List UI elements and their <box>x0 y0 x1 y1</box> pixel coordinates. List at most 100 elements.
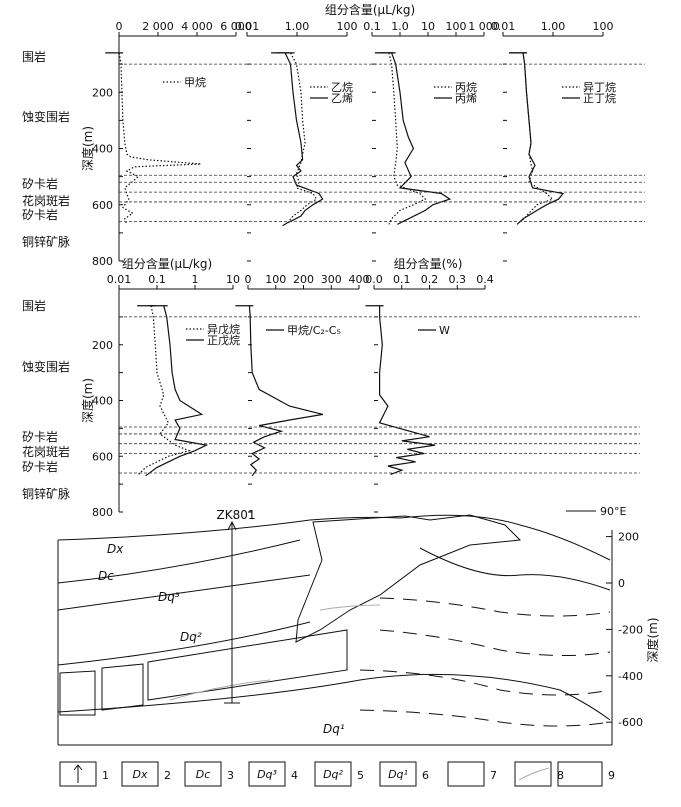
x-tick-label: 100 <box>446 20 467 33</box>
zone-label: 铜锌矿脉 <box>22 486 70 501</box>
section-depth-label: 200 <box>618 531 639 544</box>
strata-contact <box>419 547 611 591</box>
legend-label: 丙烷 <box>455 80 477 94</box>
legend-label: 乙烯 <box>331 92 353 105</box>
legend-box-3 <box>184 761 222 787</box>
series-line-0 <box>248 305 324 477</box>
drill-hole-label: ZK801 <box>217 508 256 522</box>
section-depth-label: -200 <box>618 623 643 636</box>
legend-number: 1 <box>102 769 109 782</box>
mid-axis-title-left: 组分含量(μL/kg) <box>122 256 212 271</box>
zone-label: 矽卡岩 <box>22 429 58 444</box>
series-line-0 <box>388 52 427 225</box>
strata-contact <box>57 621 311 666</box>
depth-axis-label: 深度(m) <box>80 378 95 423</box>
strata-contact <box>57 574 311 611</box>
section-depth-label: -400 <box>618 670 643 683</box>
zone-label: 花岗斑岩 <box>22 193 70 208</box>
zone-label: 矽卡岩 <box>22 176 58 191</box>
legend-number: 9 <box>608 769 615 782</box>
legend-label: 正戊烷 <box>207 333 240 347</box>
legend-vein-symbol <box>518 767 550 781</box>
strata-contact <box>57 673 611 721</box>
legend-unit-text: Dq¹ <box>388 768 408 781</box>
legend-unit-text: Dq² <box>323 768 343 781</box>
legend-number: 2 <box>164 769 171 782</box>
depth-tick-label: 800 <box>92 255 113 268</box>
ore-vein <box>169 679 271 701</box>
depth-tick-label: 600 <box>92 450 113 463</box>
legend-label: 正丁烷 <box>583 91 616 105</box>
depth-axis-label: 深度(m) <box>80 126 95 171</box>
x-tick-label: 0.0 <box>365 273 383 286</box>
x-tick-label: 100 <box>265 273 286 286</box>
depth-tick-label: 400 <box>92 143 113 156</box>
legend-box-5 <box>314 761 352 787</box>
zone-label: 蚀变围岩 <box>22 359 70 374</box>
zone-label: 花岗斑岩 <box>22 444 70 459</box>
zone-label: 蚀变围岩 <box>22 109 70 124</box>
legend-box-2 <box>121 761 159 787</box>
legend-box-4 <box>248 761 286 787</box>
legend-number: 6 <box>422 769 429 782</box>
x-tick-label: 1 <box>192 273 199 286</box>
legend-box-8 <box>514 761 552 787</box>
zone-label: 矽卡岩 <box>22 459 58 474</box>
zone-label: 围岩 <box>22 298 46 313</box>
depth-tick-label: 400 <box>92 395 113 408</box>
x-tick-label: 10 <box>226 273 240 286</box>
legend-box-7 <box>447 761 485 787</box>
unit-label: Dc <box>98 569 114 583</box>
legend-label: 甲烷/C₂-C₅ <box>287 323 341 337</box>
granite-intrusion <box>295 514 522 643</box>
direction-label: 90°E <box>600 505 626 518</box>
legend-unit-text: Dq³ <box>257 768 277 781</box>
x-tick-label: 0.01 <box>107 273 132 286</box>
legend-number: 5 <box>357 769 364 782</box>
x-tick-label: 0 <box>116 20 123 33</box>
x-tick-label: 1 000 <box>468 20 500 33</box>
legend-box-6 <box>379 761 417 787</box>
top-axis-title: 组分含量(μL/kg) <box>325 2 415 17</box>
skarn-body-main <box>147 629 348 701</box>
legend-label: 乙烷 <box>331 80 353 94</box>
x-tick-label: 2 000 <box>142 20 174 33</box>
zone-label: 矽卡岩 <box>22 207 58 222</box>
legend-box-9 <box>557 761 603 787</box>
legend-unit-text: Dx <box>133 768 148 781</box>
section-depth-axis-label: 深度(m) <box>645 617 660 662</box>
unit-label: Dq¹ <box>323 722 345 736</box>
section-depth-label: -600 <box>618 716 643 729</box>
series-line-0 <box>136 305 191 477</box>
ore-vein <box>319 604 381 611</box>
zone-label: 围岩 <box>22 49 46 64</box>
x-tick-label: 400 <box>349 273 370 286</box>
drill-hole-arrow <box>227 520 237 531</box>
x-tick-label: 100 <box>337 20 358 33</box>
x-tick-label: 4 000 <box>181 20 213 33</box>
x-tick-label: 1.00 <box>285 20 310 33</box>
x-tick-label: 10 <box>421 20 435 33</box>
x-tick-label: 0.2 <box>421 273 439 286</box>
legend-number: 3 <box>227 769 234 782</box>
unit-label: Dq² <box>180 630 202 644</box>
legend-unit-text: Dc <box>196 768 211 781</box>
x-tick-label: 300 <box>321 273 342 286</box>
depth-tick-label: 200 <box>92 339 113 352</box>
legend-number: 4 <box>291 769 298 782</box>
x-tick-label: 0 <box>245 273 252 286</box>
topographic-surface <box>57 514 611 561</box>
unit-label: Dq³ <box>158 590 180 604</box>
series-line-1 <box>516 52 565 225</box>
legend-number: 7 <box>490 769 497 782</box>
zone-label: 铜锌矿脉 <box>22 234 70 249</box>
mid-axis-title-right: 组分含量(%) <box>394 256 463 271</box>
fold-trace <box>379 597 611 617</box>
x-tick-label: 0.01 <box>491 20 516 33</box>
